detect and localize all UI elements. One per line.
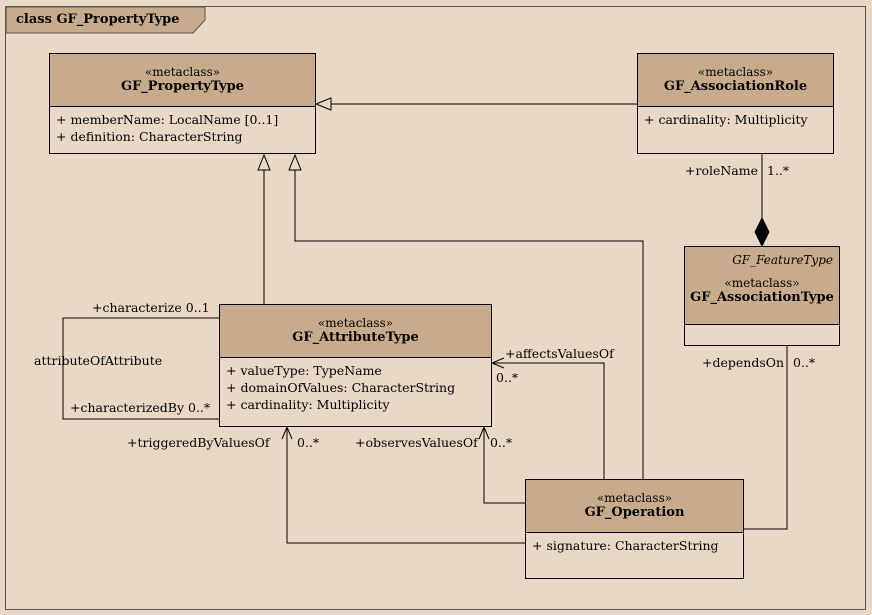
stereotype: «metaclass» [596, 491, 673, 505]
class-attributes: + cardinality: Multiplicity [638, 107, 833, 132]
frame-title: class GF_PropertyType [6, 7, 206, 33]
attribute: + valueType: TypeName [226, 363, 382, 378]
stereotype: «metaclass» [144, 65, 221, 79]
class-gf-attributetype[interactable]: «metaclass» GF_AttributeType + valueType… [219, 304, 492, 427]
attribute: + cardinality: Multiplicity [226, 397, 390, 412]
class-header: «metaclass» GF_AttributeType [220, 305, 491, 358]
class-name: GF_AssociationRole [663, 79, 808, 94]
class-name: GF_PropertyType [120, 79, 245, 94]
label-depends-on-multiplicity: 0..* [793, 355, 816, 370]
association-triggered-by [286, 427, 525, 544]
arrow-observes [478, 425, 490, 440]
class-attributes: + memberName: LocalName [0..1] + definit… [50, 107, 315, 149]
stereotype: «metaclass» [697, 65, 774, 79]
class-name: GF_Operation [584, 505, 685, 520]
association-observes [483, 427, 525, 504]
arrow-triggered-by [281, 425, 293, 440]
stereotype: «metaclass» [724, 276, 800, 290]
label-affects-values-of: +affectsValuesOf [505, 346, 614, 361]
association-affects-values-of [492, 362, 605, 479]
generalization-arrow-operation [288, 153, 302, 171]
arrow-affects-values-of [490, 357, 505, 369]
label-observes-multiplicity: 0..* [490, 435, 513, 450]
attribute: + signature: CharacterString [532, 538, 719, 553]
association-depends-on [744, 346, 788, 530]
class-gf-associationtype[interactable]: GF_FeatureType «metaclass» GF_Associatio… [684, 246, 840, 346]
class-gf-operation[interactable]: «metaclass» GF_Operation + signature: Ch… [525, 479, 744, 579]
class-attributes: + signature: CharacterString [526, 533, 743, 558]
class-header: «metaclass» GF_AssociationRole [638, 54, 833, 107]
generalization-arrow-associationrole [314, 97, 332, 111]
frame-tab-shape [5, 6, 206, 34]
label-triggered-by: +triggeredByValuesOf [127, 435, 270, 450]
label-role-name: +roleName [685, 163, 759, 178]
class-attributes: + valueType: TypeName + domainOfValues: … [220, 358, 491, 417]
label-characterize: +characterize 0..1 [92, 300, 210, 315]
generalization-operation [294, 170, 644, 479]
composition-diamond [754, 216, 770, 248]
frame-title-text: class GF_PropertyType [16, 12, 180, 27]
label-depends-on: +dependsOn [702, 355, 785, 370]
class-header: «metaclass» GF_PropertyType [50, 54, 315, 107]
class-header: «metaclass» GF_Operation [526, 480, 743, 533]
class-gf-associationrole[interactable]: «metaclass» GF_AssociationRole + cardina… [637, 53, 834, 154]
label-role-name-multiplicity: 1..* [767, 163, 790, 178]
class-header: GF_FeatureType «metaclass» GF_Associatio… [685, 247, 839, 325]
stereotype: «metaclass» [317, 316, 394, 330]
class-gf-propertytype[interactable]: «metaclass» GF_PropertyType + memberName… [49, 53, 316, 154]
label-triggered-multiplicity: 0..* [297, 435, 320, 450]
label-observes-values-of: +observesValuesOf [355, 435, 478, 450]
attribute: + domainOfValues: CharacterString [226, 380, 456, 395]
label-attribute-of-attribute: attributeOfAttribute [34, 353, 163, 368]
attribute: + cardinality: Multiplicity [644, 112, 808, 127]
class-name: GF_AttributeType [292, 330, 419, 345]
label-affects-multiplicity: 0..* [496, 370, 519, 385]
parent-class-name: GF_FeatureType [732, 253, 833, 267]
class-name: GF_AssociationType [690, 290, 834, 305]
label-characterized-by: +characterizedBy 0..* [70, 400, 211, 415]
generalization-arrow-attributetype [257, 153, 271, 171]
attribute: + definition: CharacterString [56, 129, 243, 144]
association-attribute-of-attribute [62, 317, 219, 420]
attribute: + memberName: LocalName [0..1] [56, 112, 279, 127]
